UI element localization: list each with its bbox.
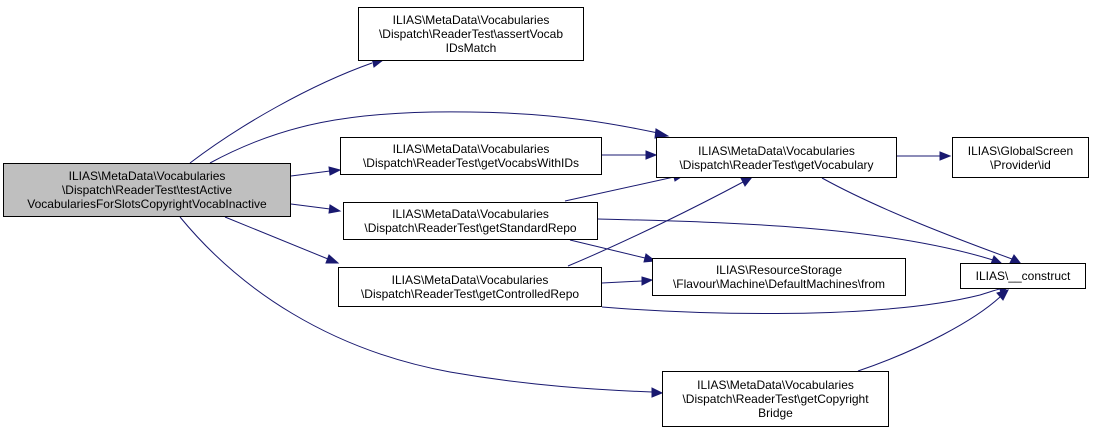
- edge-root-to-getVocabulary: [209, 111, 659, 164]
- node-label-line: \Flavour\Machine\DefaultMachines\from: [672, 277, 886, 291]
- node-construct[interactable]: ILIAS\__construct: [960, 263, 1086, 289]
- node-root-testActiveVocabulariesForSlotsCopyrightVocabInactive: ILIAS\MetaData\Vocabularies \Dispatch\Re…: [3, 163, 291, 217]
- edge-root-to-getControlledRepo: [224, 216, 329, 260]
- node-getControlledRepo[interactable]: ILIAS\MetaData\Vocabularies \Dispatch\Re…: [338, 267, 602, 307]
- edge-root-to-getCopyrightBridge: [179, 216, 653, 393]
- node-label-line: ILIAS\MetaData\Vocabularies: [392, 207, 549, 221]
- node-providerId[interactable]: ILIAS\GlobalScreen \Provider\id: [952, 137, 1089, 178]
- node-assertVocabIDsMatch[interactable]: ILIAS\MetaData\Vocabularies \Dispatch\Re…: [358, 7, 584, 61]
- edge-getControlledRepo-to-construct: [601, 288, 1001, 315]
- node-label-line: \Dispatch\ReaderTest\getCopyright: [682, 392, 869, 406]
- node-label-line: ILIAS\MetaData\Vocabularies: [391, 273, 549, 287]
- arrowhead: [939, 151, 952, 161]
- node-getVocabsWithIDs[interactable]: ILIAS\MetaData\Vocabularies \Dispatch\Re…: [340, 137, 602, 175]
- edge-getStandardRepo-to-construct: [597, 218, 994, 261]
- node-getStandardRepo[interactable]: ILIAS\MetaData\Vocabularies \Dispatch\Re…: [343, 202, 598, 240]
- node-getVocabulary[interactable]: ILIAS\MetaData\Vocabularies \Dispatch\Re…: [656, 137, 897, 178]
- node-getCopyrightBridge[interactable]: ILIAS\MetaData\Vocabularies \Dispatch\Re…: [662, 371, 889, 427]
- edge-getControlledRepo-to-defaultMachinesFrom: [601, 280, 643, 284]
- arrowhead: [645, 150, 658, 160]
- node-label-line: \Dispatch\ReaderTest\assertVocab: [378, 27, 564, 41]
- node-defaultMachinesFrom[interactable]: ILIAS\ResourceStorage \Flavour\Machine\D…: [652, 258, 906, 296]
- node-label-line: ILIAS\MetaData\Vocabularies: [697, 378, 854, 392]
- arrowhead: [651, 387, 664, 398]
- arrowhead: [641, 276, 654, 286]
- arrowhead: [325, 254, 340, 264]
- edge-root-to-getStandardRepo: [290, 203, 331, 210]
- node-label-line: ILIAS\ResourceStorage: [715, 263, 843, 277]
- edge-getCopyrightBridge-to-construct: [857, 296, 1001, 372]
- edge-root-to-getVocabsWithIDs: [290, 170, 331, 177]
- edge-getControlledRepo-to-getVocabulary: [567, 181, 744, 267]
- edge-getStandardRepo-to-getVocabulary: [564, 176, 675, 202]
- arrowhead: [996, 289, 1009, 301]
- arrowhead: [328, 166, 342, 176]
- node-label-line: ILIAS\__construct: [975, 269, 1071, 283]
- arrowhead: [328, 204, 342, 214]
- edge-getVocabulary-to-construct: [821, 177, 1013, 260]
- node-label-line: Bridge: [758, 406, 793, 420]
- arrowhead: [740, 176, 754, 187]
- node-label-line: \Dispatch\ReaderTest\getVocabsWithIDs: [362, 156, 580, 170]
- node-label-line: ILIAS\MetaData\Vocabularies: [698, 143, 855, 158]
- node-label-line: \Dispatch\ReaderTest\getControlledRepo: [360, 287, 580, 301]
- node-label-line: VocabulariesForSlotsCopyrightVocabInacti…: [27, 197, 267, 211]
- node-label-line: ILIAS\GlobalScreen: [967, 143, 1074, 158]
- node-label-line: \Dispatch\ReaderTest\getVocabulary: [679, 157, 874, 172]
- node-label-line: ILIAS\MetaData\Vocabularies: [68, 169, 226, 183]
- edge-root-to-assertVocabIDsMatch: [189, 62, 373, 164]
- node-label-line: ILIAS\MetaData\Vocabularies: [392, 13, 550, 27]
- node-label-line: \Dispatch\ReaderTest\getStandardRepo: [364, 221, 577, 235]
- node-label-line: ILIAS\MetaData\Vocabularies: [392, 142, 550, 156]
- node-label-line: \Provider\id: [990, 157, 1051, 172]
- node-label-line: IDsMatch: [445, 41, 497, 55]
- node-label-line: \Dispatch\ReaderTest\testActive: [61, 183, 233, 197]
